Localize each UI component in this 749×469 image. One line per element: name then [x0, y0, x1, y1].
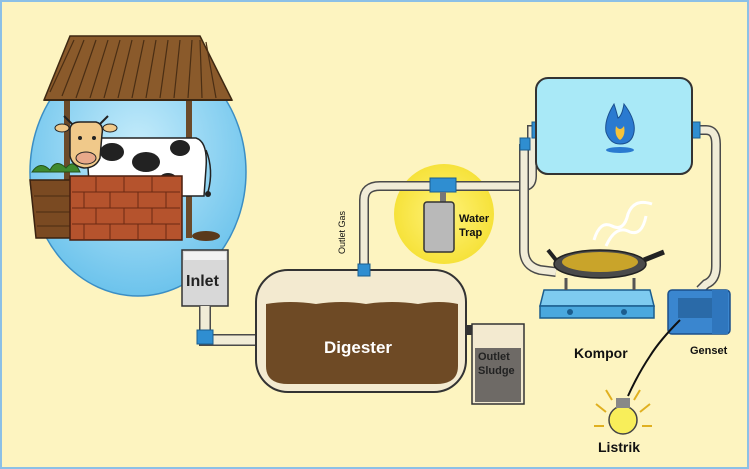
- label-water-trap-1: Water: [459, 213, 490, 225]
- light-bulb-icon: [594, 389, 652, 435]
- inlet-joint: [196, 329, 214, 345]
- brick-wall: [69, 175, 183, 241]
- inlet-pipe: [196, 306, 262, 346]
- power-cable: [627, 319, 681, 397]
- tee-joint: [519, 137, 531, 151]
- generator-icon: [667, 289, 731, 335]
- label-kompor: Kompor: [574, 345, 628, 361]
- label-outlet-sludge-2: Sludge: [478, 365, 515, 377]
- label-outlet-gas: Outlet Gas: [337, 210, 347, 254]
- dung-pile: [192, 231, 220, 241]
- digester-gas-joint: [357, 263, 371, 277]
- outlet-sludge-tank: [466, 323, 525, 405]
- flame-icon: [605, 102, 635, 153]
- label-outlet-sludge-1: Outlet: [478, 351, 510, 363]
- digester-tank: [255, 269, 467, 393]
- label-inlet: Inlet: [186, 273, 219, 290]
- label-water-trap-2: Trap: [459, 227, 483, 239]
- thatched-roof-icon: [42, 35, 234, 101]
- label-listrik: Listrik: [598, 439, 641, 455]
- gas-pipe: [357, 121, 721, 294]
- stove: [539, 289, 655, 319]
- frying-pan-icon: [546, 248, 665, 290]
- water-trap: [423, 177, 457, 253]
- label-digester: Digester: [324, 338, 393, 357]
- label-genset: Genset: [690, 345, 728, 357]
- inlet-tank: [181, 249, 229, 307]
- steam: [592, 200, 653, 247]
